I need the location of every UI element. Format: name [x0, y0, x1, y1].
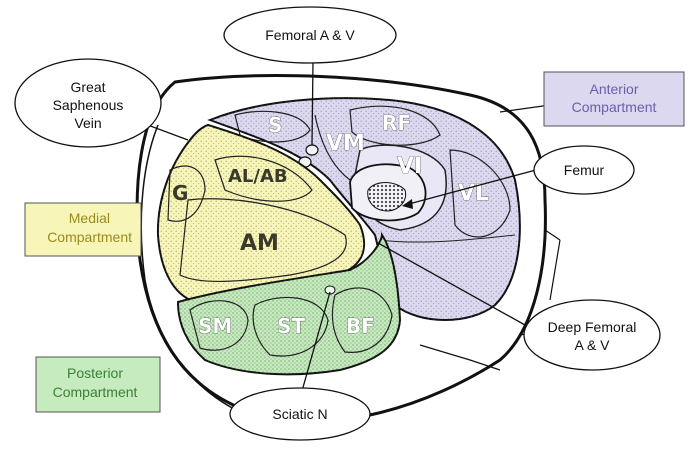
leader-sciatic	[299, 291, 331, 399]
posterior-compartment-box	[35, 356, 161, 413]
femoral-artery	[305, 144, 319, 156]
leader-femur-arrowhead	[402, 199, 413, 209]
muscle-label-vm: VM	[326, 131, 365, 156]
muscle-divider-s	[234, 110, 311, 143]
muscle-label-st: ST	[277, 314, 305, 338]
callout-bubble-deep-femoral	[523, 299, 661, 371]
muscle-divider-rf	[349, 105, 441, 146]
callout-deep-femoral-line1: Deep Femoral	[548, 319, 637, 335]
outer-fascia-line	[140, 124, 241, 413]
medial-compartment-line1: Medial	[69, 210, 110, 226]
callout-saphenous-line2: Saphenous	[53, 97, 124, 113]
leader-femur	[404, 169, 537, 206]
posterior-compartment-line1: Posterior	[67, 365, 123, 381]
callout-saphenous-line1: Great	[70, 79, 105, 95]
fascia-line-right	[419, 104, 561, 371]
muscle-label-bf: BF	[346, 314, 375, 338]
muscle-label-s: S	[268, 113, 282, 137]
callout-deep-femoral-line2: A & V	[574, 337, 610, 353]
medial-compartment-box	[24, 202, 142, 257]
leader-saphenous	[144, 123, 189, 141]
leader-deep-femoral	[377, 242, 526, 326]
callout-femoral-text: Femoral A & V	[265, 27, 355, 43]
deep-divider-line	[379, 234, 516, 243]
anterior-compartment-box	[543, 71, 685, 127]
muscle-divider-alab	[214, 155, 313, 202]
callout-femur-text: Femur	[564, 162, 605, 178]
callout-sciatic-text: Sciatic N	[272, 406, 327, 422]
medial-compartment-texture	[157, 125, 365, 300]
muscle-label-vl: VL	[458, 181, 489, 206]
muscle-label-sm: SM	[198, 314, 232, 338]
callout-bubble-sciatic	[229, 387, 371, 441]
skin-outline	[135, 74, 547, 423]
callout-bubble-saphenous	[14, 58, 162, 148]
posterior-compartment-texture	[178, 235, 400, 375]
callout-bubble-femoral	[223, 6, 397, 64]
callout-saphenous-line3: Vein	[74, 115, 101, 131]
anterior-compartment-line2: Compartment	[572, 99, 657, 115]
muscle-label-am: AM	[240, 231, 279, 256]
leader-femoral	[311, 61, 314, 146]
muscle-divider-sm	[189, 300, 249, 351]
muscle-divider-g	[167, 165, 206, 222]
muscle-label-vi: VI	[397, 154, 422, 179]
callout-bubble-femur	[533, 145, 635, 195]
posterior-compartment-line2: Compartment	[53, 384, 138, 400]
medial-compartment-line2: Compartment	[47, 229, 132, 245]
muscle-label-rf: RF	[382, 111, 411, 135]
muscle-label-al-ab: AL/AB	[228, 166, 288, 187]
anterior-compartment-line1: Anterior	[589, 81, 638, 97]
femur-marrow	[367, 182, 407, 212]
muscle-divider-vm	[314, 114, 351, 181]
muscle-divider-bf	[331, 287, 393, 353]
muscle-divider-vl	[449, 149, 511, 238]
muscle-label-g: G	[172, 181, 188, 205]
muscle-divider-am	[179, 198, 347, 283]
